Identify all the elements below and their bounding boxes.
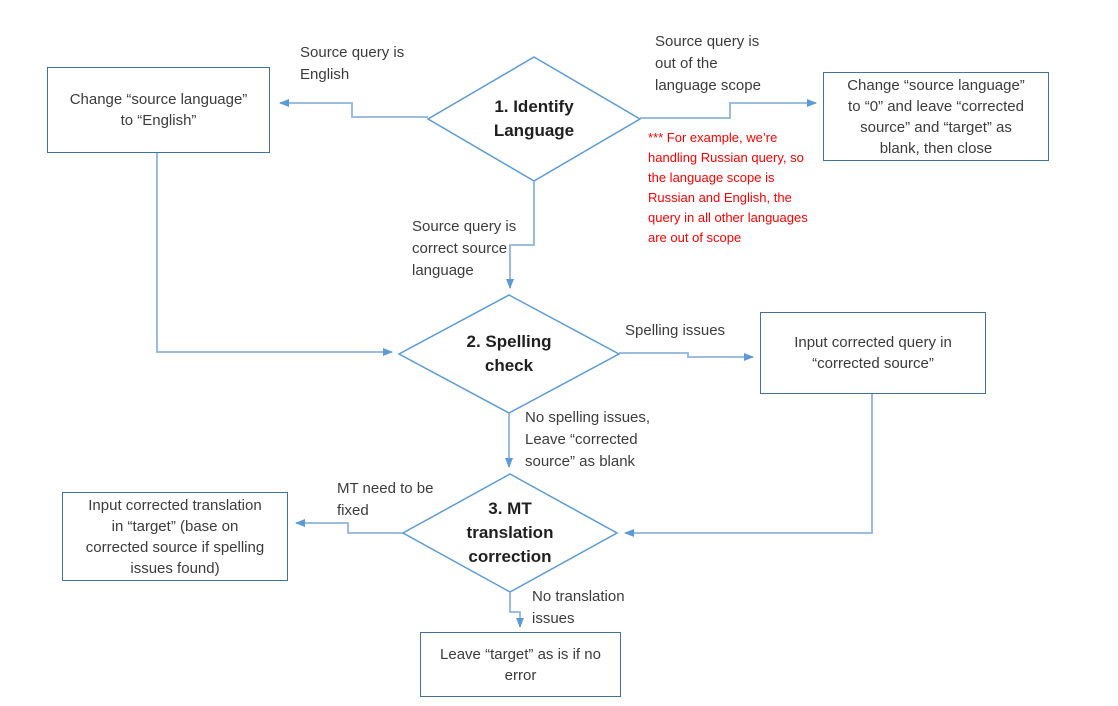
edge-label-spelling-issues: Spelling issues — [625, 322, 726, 339]
process-change-source-language-english: Change “source language” to “English” — [47, 67, 270, 153]
decision-identify-language-label: 1. Identify Language — [493, 97, 575, 140]
connector-mt-correction-to-leave-target — [509, 592, 524, 628]
connector-identify-to-change-zero — [640, 99, 817, 119]
connector-identify-to-spelling-check — [506, 181, 535, 289]
process-change-source-language-zero-close: Change “source language” to “0” and leav… — [823, 72, 1049, 161]
connector-change-english-to-spelling-check — [156, 153, 393, 356]
process-input-corrected-query: Input corrected query in “corrected sour… — [760, 312, 986, 394]
edge-label-no-translation-issues: No translation issues — [532, 588, 625, 627]
process-leave-target-as-is: Leave “target” as is if no error — [420, 632, 621, 697]
connector-spelling-check-to-corrected-query — [619, 352, 754, 361]
edge-label-correct-source-language: Source query is correct source language — [412, 218, 517, 279]
edge-label-source-query-english: Source query is English — [300, 44, 405, 83]
connector-mt-correction-to-corrected-translation — [295, 519, 403, 534]
edge-label-no-spelling-issues: No spelling issues, Leave “corrected sou… — [525, 409, 651, 470]
connector-corrected-query-to-mt-correction — [624, 394, 873, 537]
edge-label-out-of-language-scope: Source query is out of the language scop… — [655, 33, 761, 94]
connector-identify-to-change-english — [279, 99, 428, 118]
process-input-corrected-translation: Input corrected translation in “target” … — [62, 492, 288, 581]
note-language-scope-example: *** For example, we’re handling Russian … — [648, 130, 808, 245]
decision-mt-correction-label: 3. MT translation correction — [466, 499, 554, 566]
edge-label-mt-need-to-be-fixed: MT need to be fixed — [337, 480, 434, 519]
decision-spelling-check-label: 2. Spelling check — [466, 332, 552, 375]
